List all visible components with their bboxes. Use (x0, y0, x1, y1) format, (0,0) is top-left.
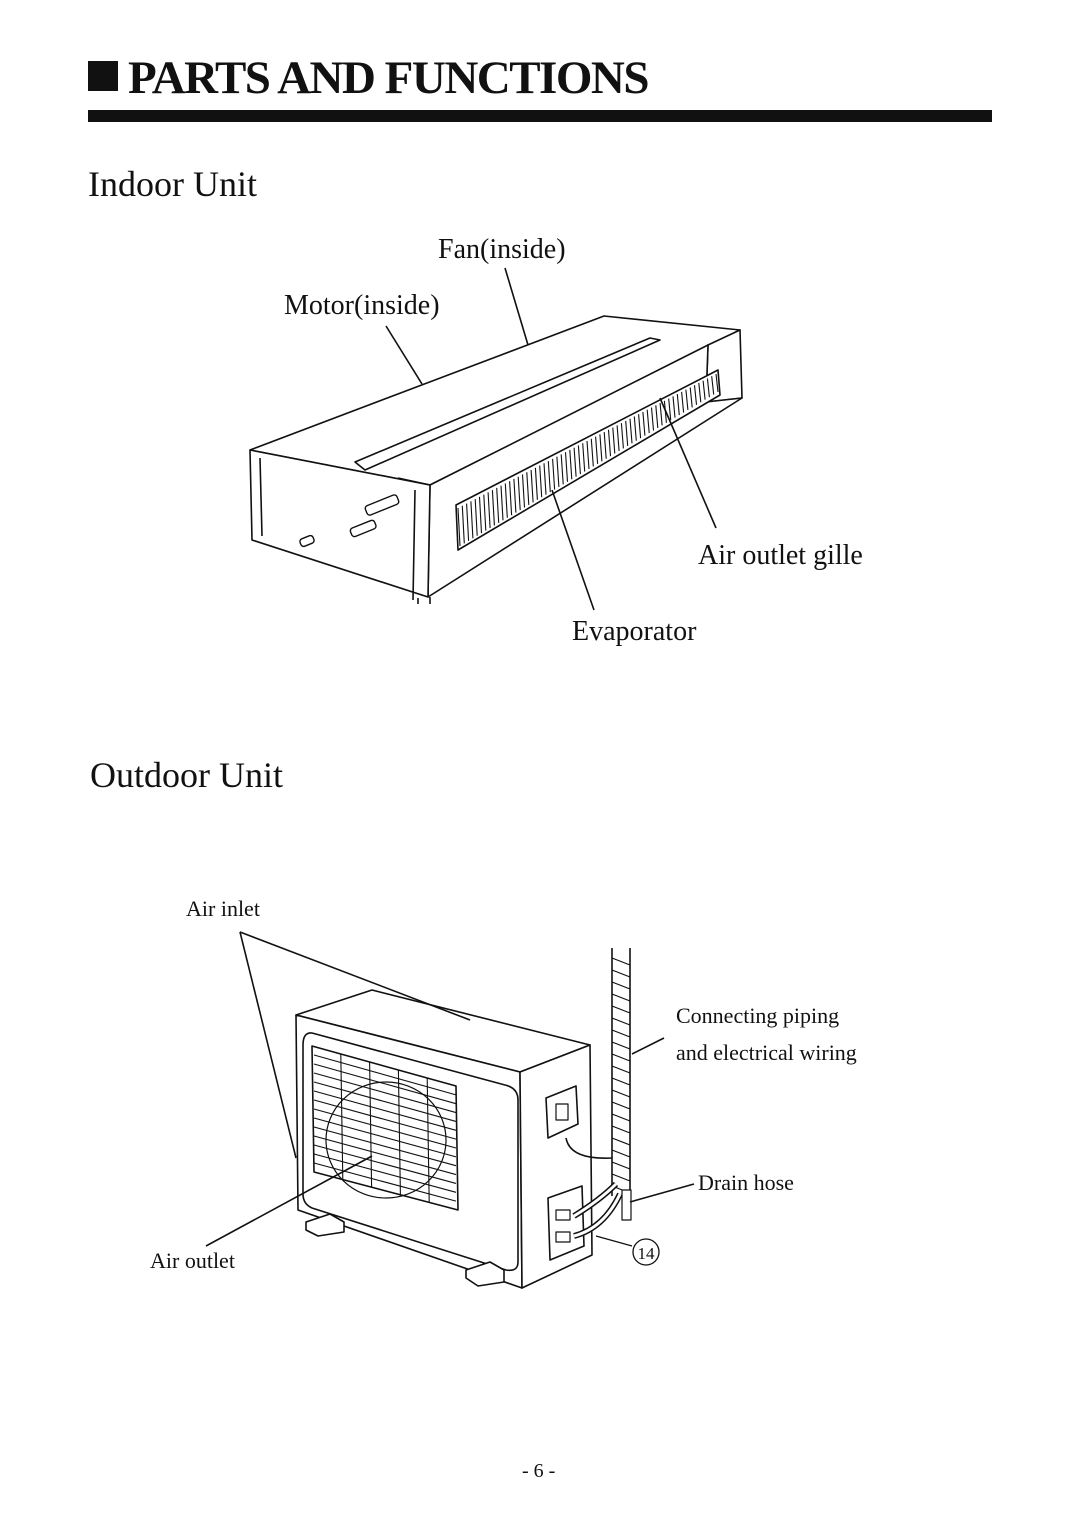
piping-label-line1: Connecting piping (676, 1003, 840, 1028)
motor-label: Motor(inside) (284, 290, 440, 321)
evaporator-label: Evaporator (572, 616, 697, 647)
callout-number: 14 (638, 1244, 656, 1263)
piping-label-line2: and electrical wiring (676, 1040, 857, 1065)
air-inlet-label: Air inlet (186, 896, 260, 921)
square-bullet-icon (88, 61, 118, 91)
page-title: PARTS AND FUNCTIONS (88, 52, 650, 104)
fan-label: Fan(inside) (438, 234, 566, 265)
air-outlet-grille-label: Air outlet gille (698, 540, 863, 571)
drain-hose-label: Drain hose (698, 1170, 794, 1195)
air-outlet-label: Air outlet (150, 1248, 235, 1273)
page-number: - 6 - (522, 1460, 556, 1482)
page-title-text: PARTS AND FUNCTIONS (128, 52, 650, 104)
indoor-unit-heading: Indoor Unit (88, 164, 257, 204)
outdoor-unit-heading: Outdoor Unit (90, 755, 283, 795)
title-rule (88, 110, 992, 122)
